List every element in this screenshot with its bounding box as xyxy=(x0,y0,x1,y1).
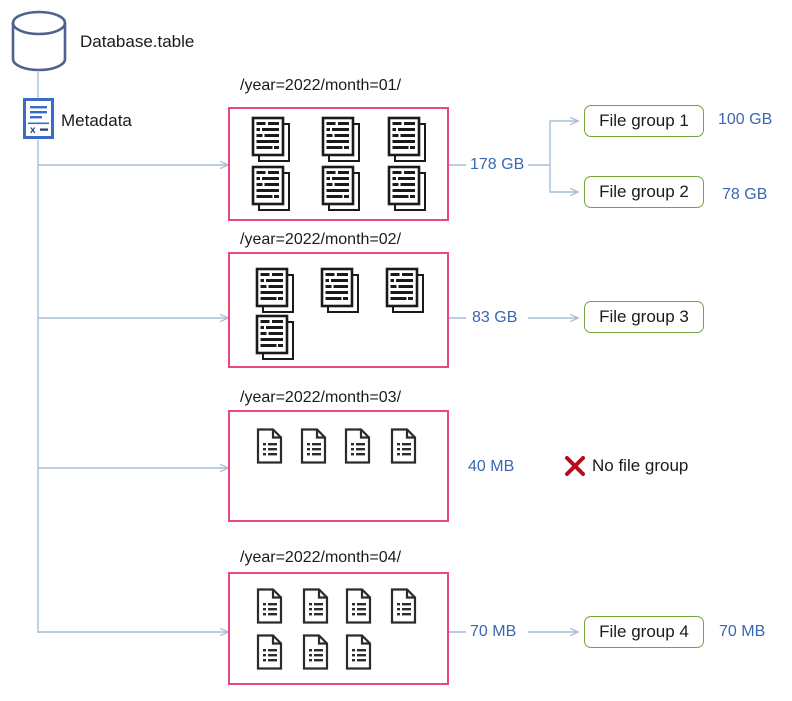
stacked-documents-icon xyxy=(321,165,363,212)
svg-text:x: x xyxy=(30,125,36,136)
single-file-icon xyxy=(256,588,284,624)
single-file-icon xyxy=(302,588,330,624)
filegroup-box-4[interactable]: File group 4 xyxy=(584,616,704,648)
partition-size-label-1: 178 GB xyxy=(470,156,525,173)
stacked-documents-icon xyxy=(255,314,297,361)
single-file-icon xyxy=(390,588,418,624)
stacked-documents-icon xyxy=(251,116,293,163)
stacked-documents-icon xyxy=(251,165,293,212)
stacked-documents-icon xyxy=(255,267,297,314)
stacked-documents-icon xyxy=(385,267,427,314)
no-file-group-label: No file group xyxy=(592,456,689,475)
partition-path-label-3: /year=2022/month=03/ xyxy=(240,389,402,406)
single-file-icon xyxy=(302,634,330,670)
stacked-documents-icon xyxy=(387,116,429,163)
red-x-icon xyxy=(564,455,586,477)
partition-path-label-2: /year=2022/month=02/ xyxy=(240,231,402,248)
filegroup-size-label-1: 100 GB xyxy=(718,111,773,128)
database-cylinder-icon xyxy=(8,8,70,74)
filegroup-box-1[interactable]: File group 1 xyxy=(584,105,704,137)
single-file-icon xyxy=(345,588,373,624)
single-file-icon xyxy=(256,634,284,670)
partition-box-3 xyxy=(228,410,449,522)
connector-split-to-filegroup-1 xyxy=(549,121,578,165)
partition-path-label-4: /year=2022/month=04/ xyxy=(240,549,402,566)
single-file-icon xyxy=(390,428,418,464)
filegroup-label: File group 2 xyxy=(599,182,689,201)
metadata-label: Metadata xyxy=(61,111,132,130)
stacked-documents-icon xyxy=(387,165,429,212)
filegroup-size-label-2: 78 GB xyxy=(722,186,768,203)
stacked-documents-icon xyxy=(320,267,362,314)
filegroup-label: File group 3 xyxy=(599,307,689,326)
connector-split-to-filegroup-2 xyxy=(549,165,578,192)
database-title-label: Database.table xyxy=(80,32,195,51)
partition-size-label-2: 83 GB xyxy=(472,309,518,326)
filegroup-label: File group 4 xyxy=(599,622,689,641)
filegroup-size-label-4: 70 MB xyxy=(719,623,766,640)
partition-path-label-1: /year=2022/month=01/ xyxy=(240,77,402,94)
single-file-icon xyxy=(344,428,372,464)
partition-size-label-3: 40 MB xyxy=(468,458,515,475)
partition-size-label-4: 70 MB xyxy=(470,623,517,640)
stacked-documents-icon xyxy=(321,116,363,163)
single-file-icon xyxy=(300,428,328,464)
filegroup-box-2[interactable]: File group 2 xyxy=(584,176,704,208)
single-file-icon xyxy=(345,634,373,670)
filegroup-box-3[interactable]: File group 3 xyxy=(584,301,704,333)
metadata-document-icon: x xyxy=(23,98,54,139)
single-file-icon xyxy=(256,428,284,464)
filegroup-label: File group 1 xyxy=(599,111,689,130)
